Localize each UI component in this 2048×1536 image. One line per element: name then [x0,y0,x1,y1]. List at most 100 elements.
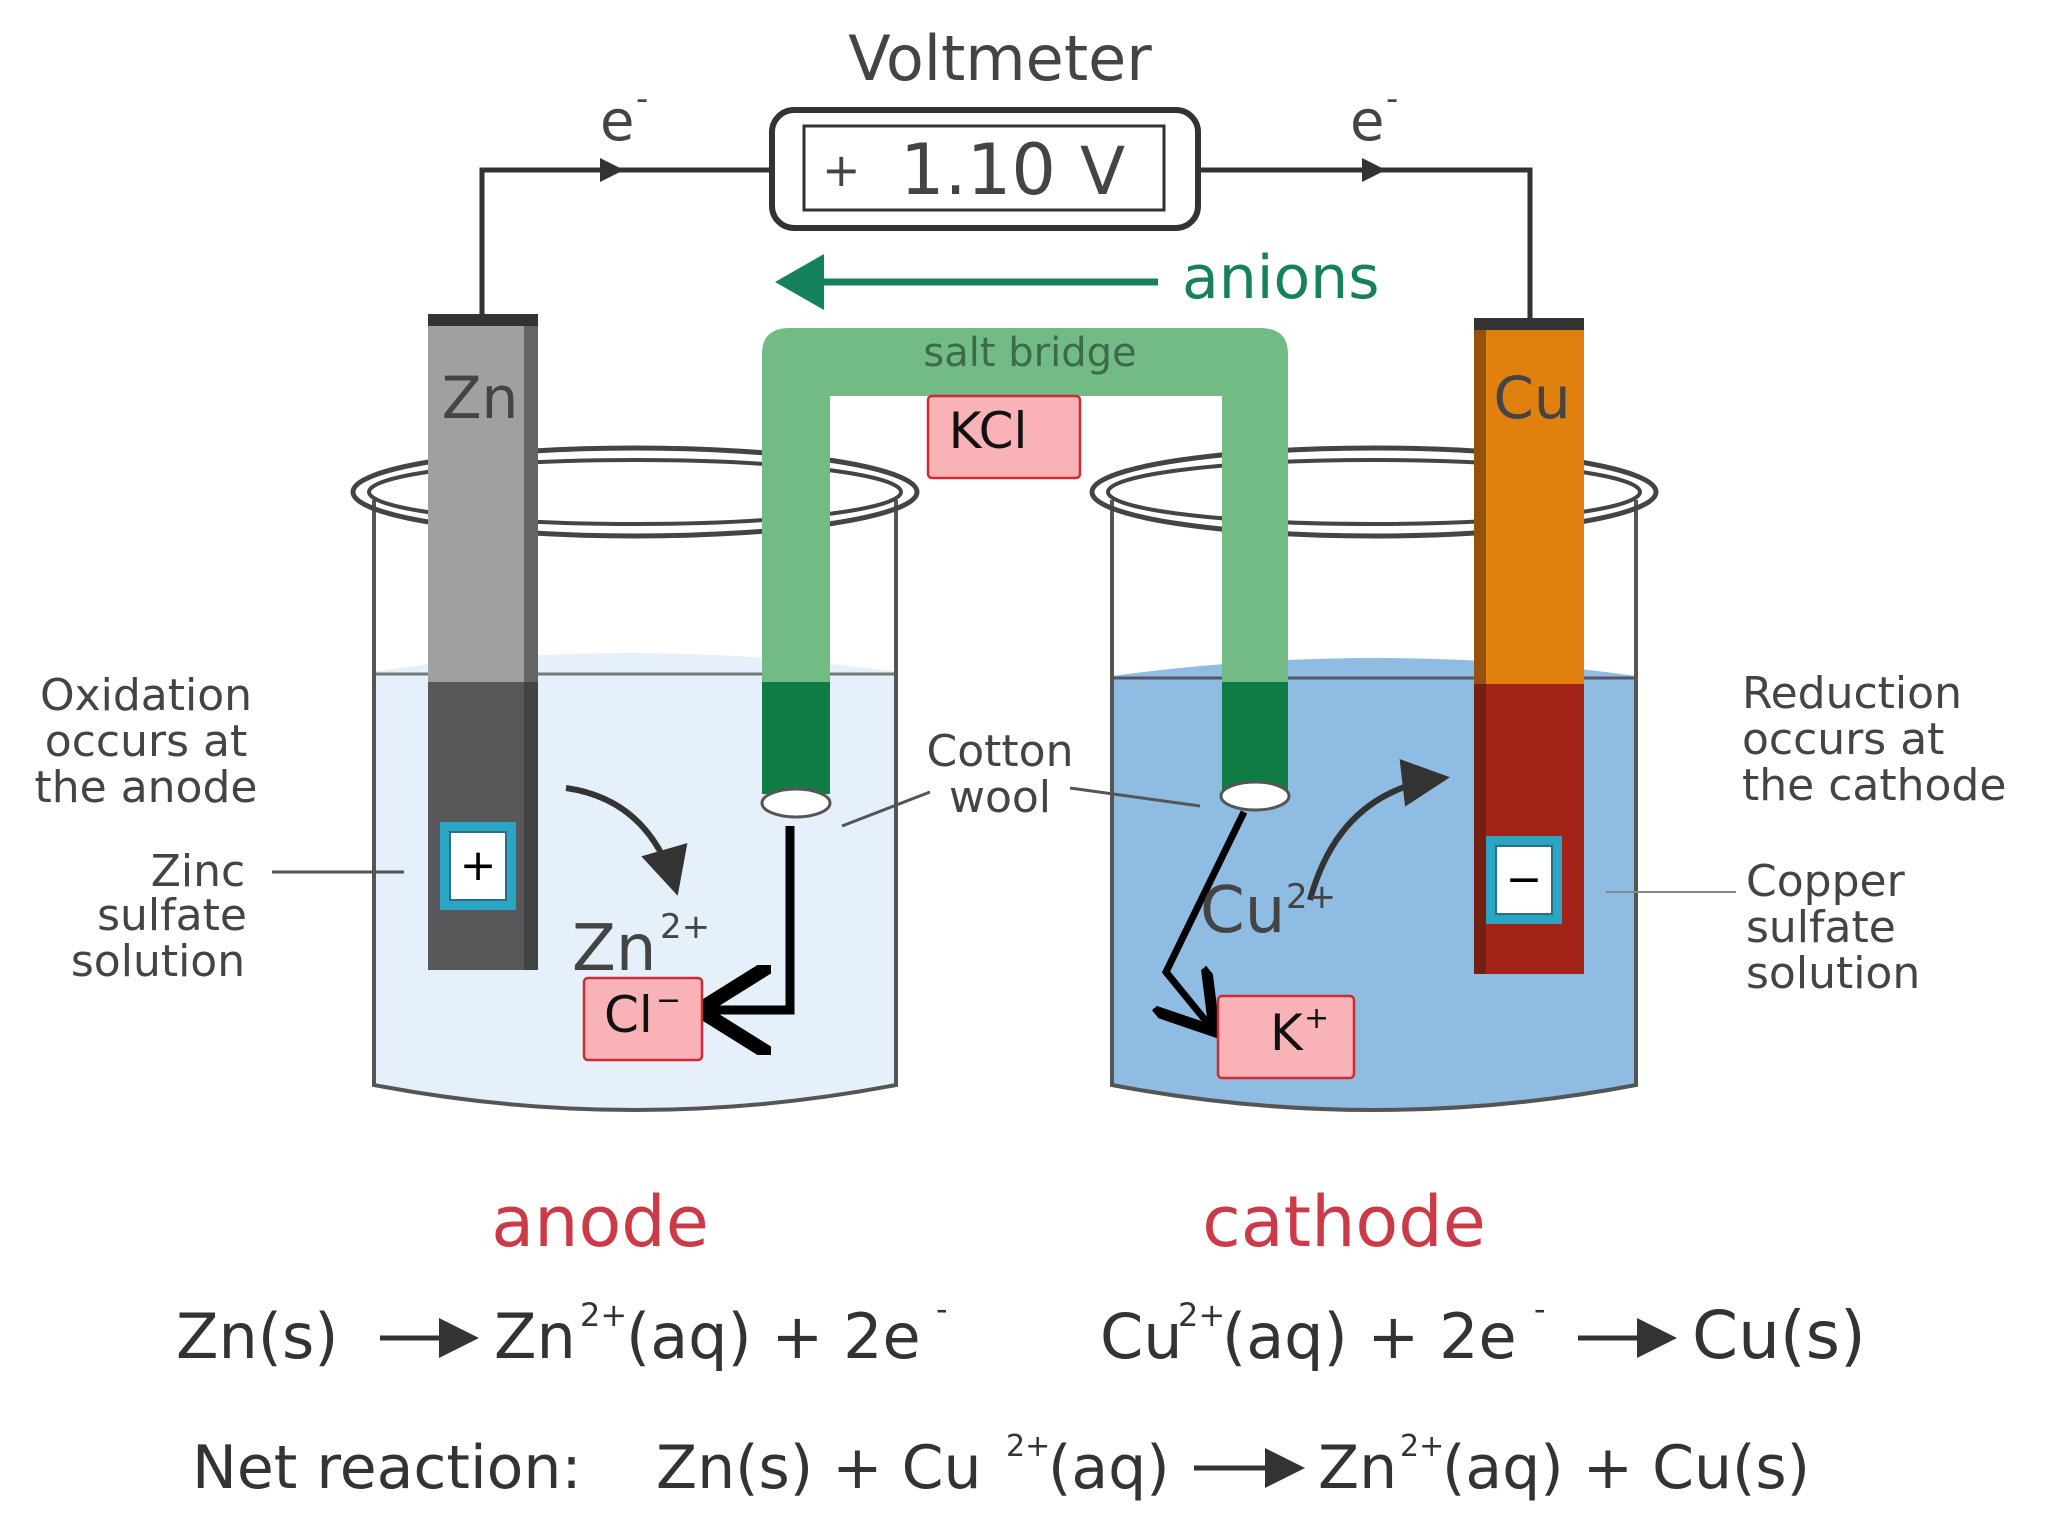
chloride-ion-label: Cl [604,986,653,1044]
anode-beaker-glass [372,500,898,1112]
anode-polarity-badge: + [440,822,516,910]
svg-text:Cu(s): Cu(s) [1692,1297,1866,1374]
svg-text:Zinc: Zinc [151,846,245,897]
svg-text:Zn: Zn [1318,1433,1397,1503]
anode-beaker-rim-inner [367,458,903,526]
electron-label-left: e [600,89,634,154]
svg-text:wool: wool [949,772,1051,823]
chloride-ion-charge: − [656,983,681,1018]
zinc-electrode-upper [428,318,538,682]
voltmeter-title: Voltmeter [848,22,1152,95]
cathode-beaker-glass [1110,500,1638,1112]
electron-flow-arrow-right [1362,158,1386,182]
voltmeter-display [802,124,1166,212]
svg-text:Copper: Copper [1746,856,1906,907]
svg-text:(aq) + Cu(s): (aq) + Cu(s) [1442,1433,1810,1503]
zinc-ion-label: Zn [572,912,656,986]
voltmeter-reading: 1.10 [900,129,1056,211]
cotton-wool-leader-left [841,790,931,828]
cotton-wool-annotation: Cotton wool [841,726,1201,828]
svg-text:occurs at: occurs at [45,716,247,767]
potassium-ion-charge: + [1304,1001,1329,1036]
cathode-beaker-rim-outer [1089,445,1659,539]
copper-ion-curved-arrow [1307,758,1450,901]
chloride-ion-box: Cl − [582,976,704,1062]
kcl-label: KCl [949,402,1028,460]
svg-text:Reduction: Reduction [1742,668,1962,719]
voltmeter-sign: + [822,143,861,197]
svg-text:2+: 2+ [580,1296,627,1334]
svg-text:(aq) + 2e: (aq) + 2e [1222,1300,1517,1373]
zinc-ion-charge: 2+ [660,907,710,947]
voltmeter: Voltmeter + 1.10 V [769,22,1201,231]
svg-text:2+: 2+ [1400,1429,1444,1464]
zinc-symbol: Zn [442,364,519,432]
cathode-beaker-rim-inner [1106,458,1642,526]
right-wire [1198,167,1533,322]
cotton-wool-plug-right [1219,780,1291,812]
svg-text:(aq) + 2e: (aq) + 2e [626,1300,921,1373]
external-circuit [479,158,1533,322]
zinc-electrode-top [428,314,538,326]
anode-beaker-rim-outer [350,445,920,539]
svg-text:2+: 2+ [1006,1429,1050,1464]
svg-text:solution: solution [71,936,245,987]
copper-electrode-edge [1474,322,1486,974]
cathode-label: cathode [1202,1181,1486,1263]
svg-text:(aq): (aq) [1048,1433,1170,1503]
voltmeter-unit: V [1080,133,1125,210]
electron-sup-right: - [1386,79,1398,119]
oxidation-annotation: Oxidation occurs at the anode [35,670,258,813]
svg-text:-: - [936,1290,948,1328]
svg-text:solution: solution [1746,948,1920,999]
salt-bridge-end-left [762,682,830,794]
svg-text:Cotton: Cotton [927,726,1074,777]
svg-text:-: - [1534,1290,1546,1328]
copper-electrode-lower [1474,684,1584,974]
cotton-wool-plug-left [760,787,832,819]
cathode-polarity-sign: − [1506,854,1543,905]
potassium-ion-label: K [1270,1004,1304,1062]
cathode-half-reaction: Cu 2+ (aq) + 2e - Cu(s) [1100,1290,1866,1374]
copper-solution-annotation: Copper sulfate solution [1606,856,1920,999]
svg-text:sulfate: sulfate [97,890,247,941]
electron-flow-arrow-left [600,158,624,182]
copper-electrode-top [1474,318,1584,330]
electron-sup-left: - [636,79,648,119]
reduction-annotation: Reduction occurs at the cathode [1742,668,2006,811]
zinc-solution-annotation: Zinc sulfate solution [71,846,404,987]
potassium-ion-box: K + [1216,994,1356,1080]
svg-text:Zn(s) + Cu: Zn(s) + Cu [656,1433,982,1503]
salt-bridge-label: salt bridge [923,330,1136,376]
anode-label: anode [491,1181,709,1263]
svg-text:Oxidation: Oxidation [40,670,252,721]
svg-text:the cathode: the cathode [1742,760,2006,811]
svg-text:Zn(s): Zn(s) [176,1300,338,1373]
cathode-polarity-badge: − [1486,836,1562,924]
svg-text:sulfate: sulfate [1746,902,1896,953]
chloride-migration-arrow [708,826,795,1010]
copper-ion-label: Cu [1200,874,1285,948]
copper-symbol: Cu [1493,364,1570,432]
zinc-electrode-edge [524,318,538,970]
svg-text:occurs at: occurs at [1742,714,1944,765]
potassium-migration-arrow [1166,810,1248,1026]
svg-text:the anode: the anode [35,762,258,813]
anions-label: anions [1182,243,1379,313]
svg-text:Zn: Zn [494,1300,576,1373]
zinc-ion-curved-arrow [565,785,688,896]
anode-polarity-sign: + [460,840,497,891]
kcl-label-box: KCl [926,394,1082,480]
copper-electrode-upper [1474,322,1584,684]
anode-half-reaction: Zn(s) Zn 2+ (aq) + 2e - [176,1290,948,1373]
electron-label-right: e [1350,89,1384,154]
salt-bridge: salt bridge [760,328,1291,819]
svg-text:Net reaction:: Net reaction: [192,1433,582,1503]
cotton-wool-leader-right [1069,786,1201,808]
svg-text:Cu: Cu [1100,1300,1183,1373]
copper-electrode: Cu [1474,318,1584,974]
copper-ion-charge: 2+ [1286,877,1336,917]
left-wire [479,167,772,318]
svg-text:2+: 2+ [1178,1296,1225,1334]
